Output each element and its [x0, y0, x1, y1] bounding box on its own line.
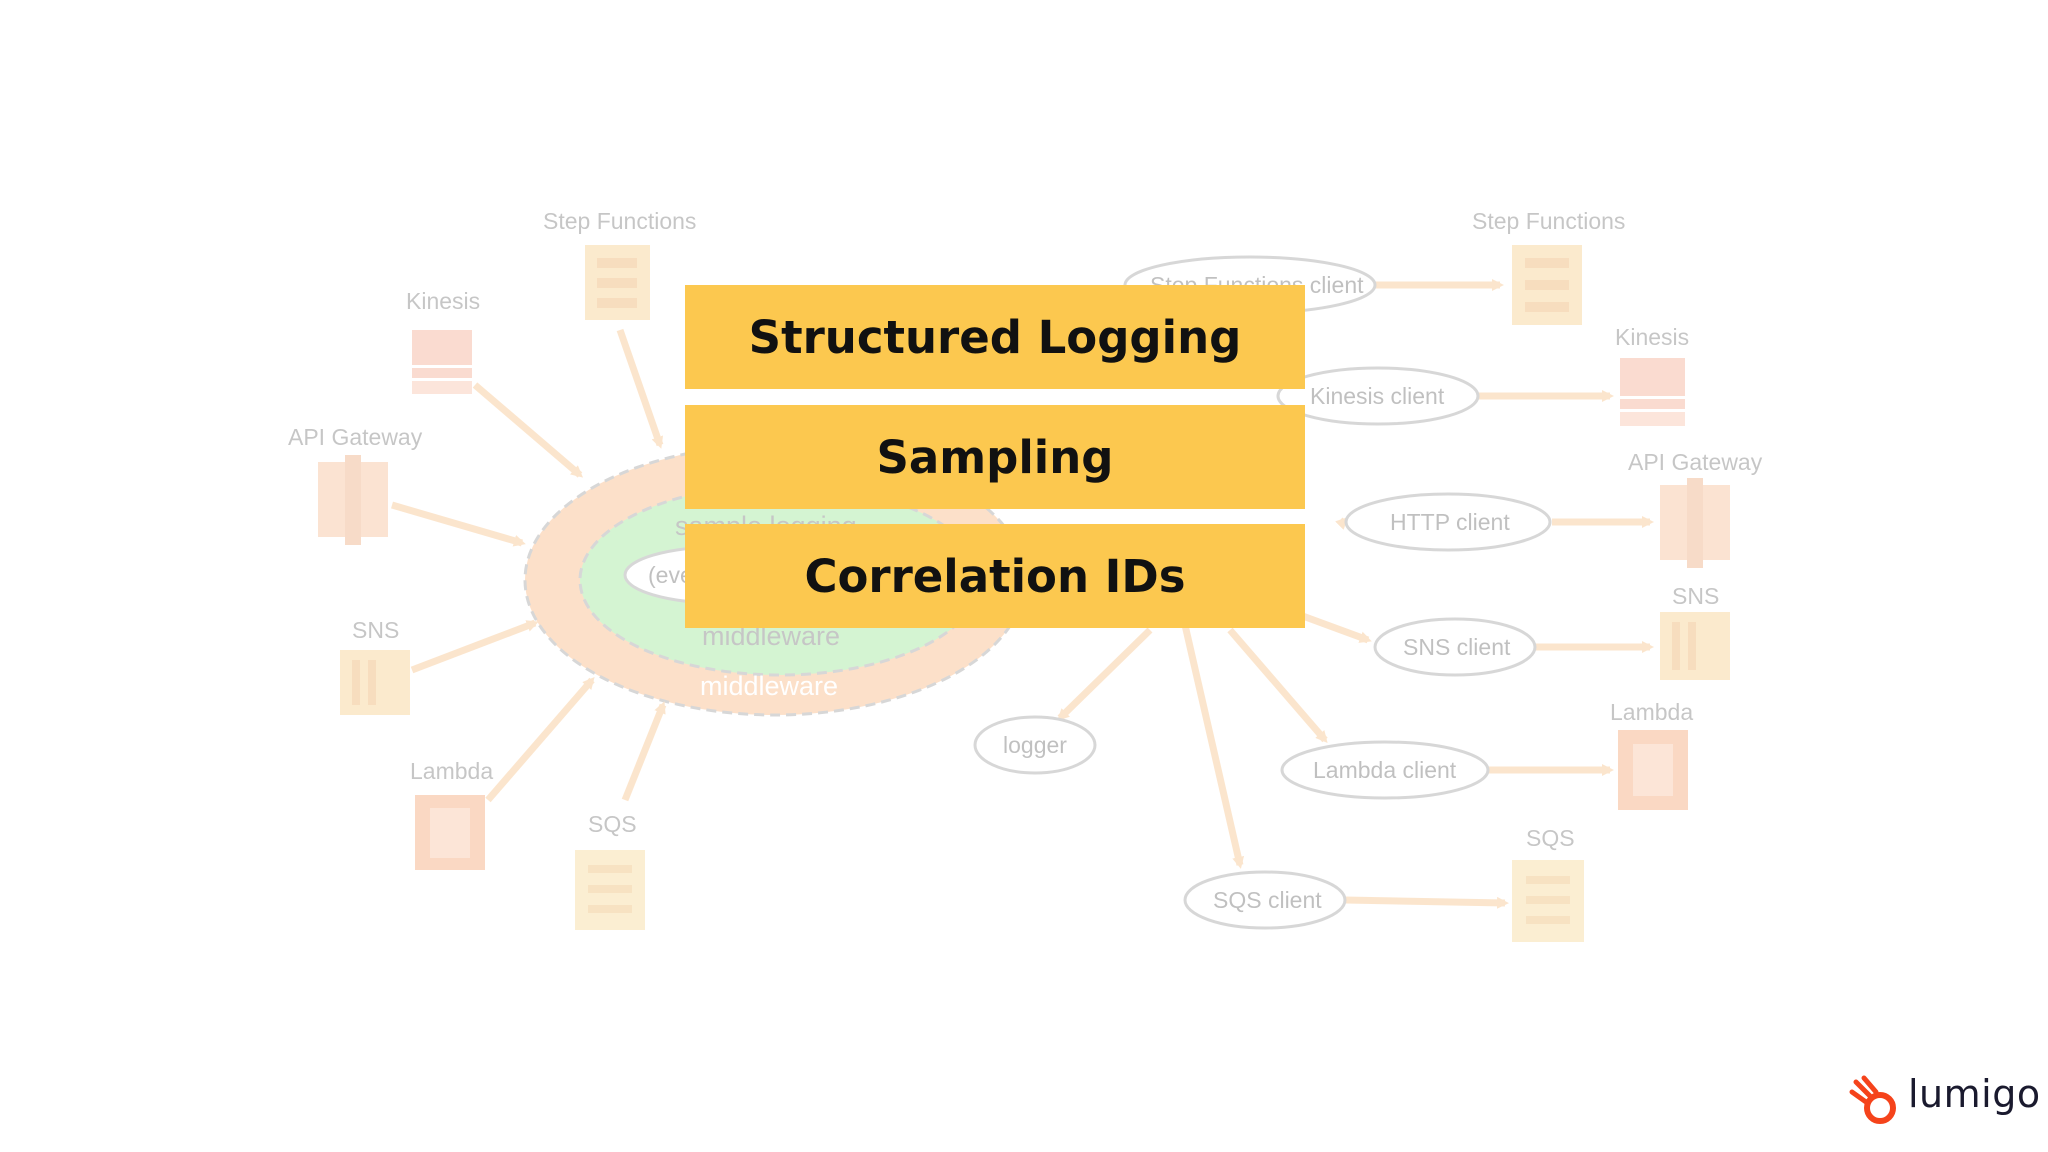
- outer-middleware-label: middleware: [700, 671, 838, 701]
- outbound-sqs-icon: [1512, 860, 1584, 942]
- kinesis-icon: [412, 330, 472, 394]
- sqs-client-label: SQS client: [1213, 887, 1322, 913]
- kinesis-label: Kinesis: [406, 288, 480, 314]
- outbound-kinesis-label: Kinesis: [1615, 324, 1689, 350]
- lambda-client-label: Lambda client: [1313, 757, 1457, 783]
- sns-label: SNS: [352, 617, 399, 643]
- outbound-sns-icon: [1660, 612, 1730, 680]
- lambda-label: Lambda: [410, 758, 493, 784]
- kinesis-client-label: Kinesis client: [1310, 383, 1445, 409]
- sqs-icon: [575, 850, 645, 930]
- api-gateway-label: API Gateway: [288, 424, 423, 450]
- logger-label: logger: [1003, 732, 1067, 758]
- correlation-ids-banner: Correlation IDs: [685, 524, 1305, 628]
- outbound-step-functions-icon: [1512, 245, 1582, 325]
- outbound-api-gateway-icon: [1660, 478, 1730, 568]
- outbound-step-functions-label: Step Functions: [1472, 208, 1625, 234]
- sns-icon: [340, 650, 410, 715]
- outbound-sns-label: SNS: [1672, 583, 1719, 609]
- outbound-kinesis-icon: [1620, 358, 1685, 426]
- outbound-lambda-icon: [1618, 730, 1688, 810]
- sqs-label: SQS: [588, 811, 637, 837]
- lambda-icon: [415, 795, 485, 870]
- api-gateway-icon: [318, 455, 388, 545]
- http-client-label: HTTP client: [1390, 509, 1510, 535]
- outbound-api-gateway-label: API Gateway: [1628, 449, 1763, 475]
- inbound-arrows: [391, 328, 667, 803]
- lumigo-flame-icon: [1849, 1075, 1896, 1124]
- outbound-lambda-label: Lambda: [1610, 699, 1693, 725]
- step-functions-icon: [585, 245, 650, 320]
- step-functions-label: Step Functions: [543, 208, 696, 234]
- lumigo-logo: lumigo: [1848, 1070, 2040, 1130]
- structured-logging-banner: Structured Logging: [685, 285, 1305, 389]
- lumigo-wordmark: lumigo: [1908, 1072, 2041, 1116]
- outbound-sqs-label: SQS: [1526, 825, 1575, 851]
- outbound-arrows: [1057, 279, 1654, 909]
- sns-client-label: SNS client: [1403, 634, 1511, 660]
- sampling-banner: Sampling: [685, 405, 1305, 509]
